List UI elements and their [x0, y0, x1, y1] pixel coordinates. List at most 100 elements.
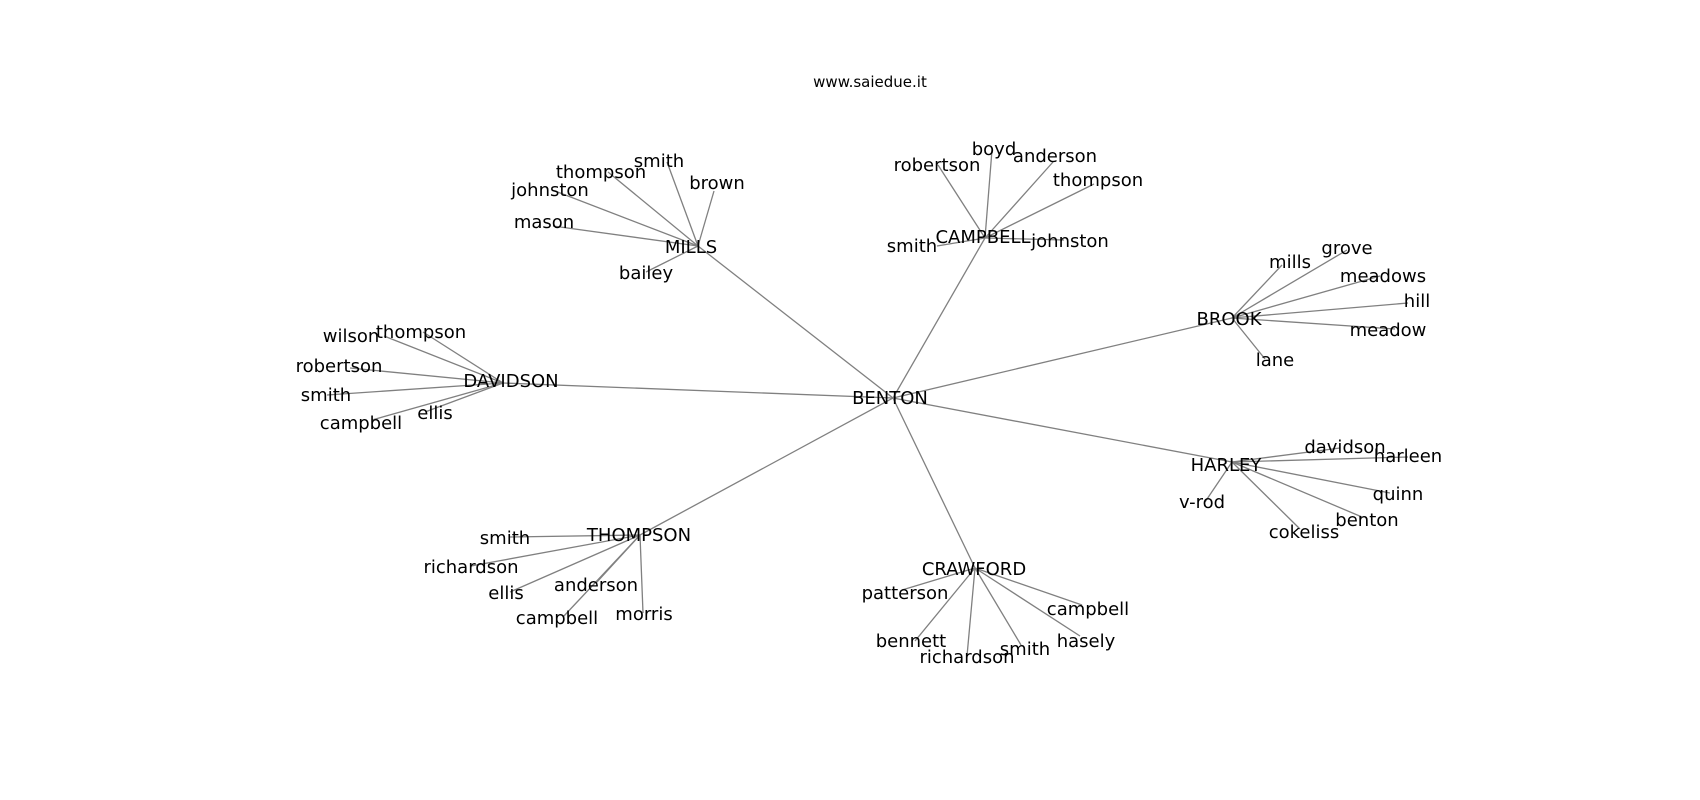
edge-davidson-thompson [422, 331, 504, 384]
edge-crawford-richardson [966, 567, 976, 657]
edge-davidson-ellis [424, 382, 504, 413]
edge-campbell-robertson [937, 164, 986, 239]
edge-davidson-robertson [349, 367, 504, 384]
leaf-node-label-harley-quinn: quinn [1373, 484, 1424, 505]
leaf-node-label-brook-hill: hill [1404, 291, 1430, 312]
leaf-node-label-brook-mills: mills [1269, 252, 1311, 273]
edge-harley-cokeliss [1231, 461, 1301, 530]
edge-davidson-campbell [371, 382, 504, 421]
root-node-label: BENTON [852, 388, 928, 409]
page-title: www.saiedue.it [813, 73, 927, 91]
leaf-node-label-harley-v-rod: v-rod [1179, 492, 1225, 513]
edge-campbell-thompson [984, 183, 1095, 239]
hub-node-label-harley: HARLEY [1191, 455, 1263, 476]
leaf-node-label-thompson-ellis: ellis [488, 583, 523, 604]
leaf-node-label-crawford-richardson: richardson [919, 647, 1014, 668]
leaf-node-label-crawford-hasely: hasely [1057, 631, 1116, 652]
edge-brook-lane [1231, 317, 1266, 360]
edge-benton-mills [697, 245, 894, 399]
leaf-node-label-mills-smith: smith [634, 151, 684, 172]
edge-crawford-bennett [914, 567, 976, 642]
hub-node-label-mills: MILLS [665, 237, 717, 258]
leaf-node-label-campbell-thompson: thompson [1053, 170, 1143, 191]
leaf-node-label-harley-benton: benton [1335, 510, 1398, 531]
leaf-node-label-campbell-anderson: anderson [1013, 146, 1097, 167]
leaf-node-label-brook-lane: lane [1256, 350, 1295, 371]
leaf-node-label-brook-meadow: meadow [1350, 320, 1427, 341]
edge-thompson-smith [509, 534, 641, 538]
edge-brook-meadows [1231, 275, 1381, 319]
hub-node-label-davidson: DAVIDSON [463, 371, 558, 392]
edge-mills-johnston [554, 190, 699, 247]
edge-benton-thompson [639, 397, 894, 536]
leaf-node-label-davidson-wilson: wilson [323, 326, 380, 347]
edge-campbell-anderson [984, 161, 1054, 239]
edge-brook-meadow [1231, 317, 1396, 330]
leaf-node-label-brook-grove: grove [1321, 238, 1372, 259]
edge-crawford-smith [974, 567, 1022, 646]
leaf-node-label-brook-meadows: meadows [1340, 266, 1426, 287]
edge-campbell-boyd [984, 149, 993, 239]
leaf-node-label-crawford-campbell: campbell [1047, 599, 1129, 620]
edge-harley-v-rod [1204, 461, 1233, 503]
leaf-node-label-thompson-smith: smith [480, 528, 530, 549]
leaf-node-label-davidson-smith: smith [301, 385, 351, 406]
edge-benton-harley [892, 397, 1233, 463]
edge-brook-mills [1231, 264, 1283, 319]
leaf-node-label-mills-bailey: bailey [619, 263, 674, 284]
hub-node-label-brook: BROOK [1197, 309, 1263, 330]
edge-davidson-wilson [383, 335, 504, 384]
leaf-node-label-harley-harleen: harleen [1374, 446, 1442, 467]
edge-harley-davidson [1231, 447, 1341, 463]
edge-benton-campbell [892, 237, 986, 399]
edge-campbell-smith [936, 237, 986, 247]
edge-thompson-morris [639, 534, 644, 614]
leaf-node-label-mills-thompson: thompson [556, 162, 646, 183]
leaf-node-label-davidson-ellis: ellis [417, 403, 452, 424]
leaf-node-label-crawford-patterson: patterson [862, 583, 949, 604]
edge-crawford-patterson [901, 567, 976, 591]
edge-brook-grove [1231, 249, 1348, 319]
leaf-node-label-davidson-robertson: robertson [296, 356, 383, 377]
leaf-node-label-crawford-smith: smith [1000, 639, 1050, 660]
edge-benton-brook [892, 317, 1233, 399]
hub-node-label-thompson: THOMPSON [586, 525, 691, 546]
edge-campbell-johnston [984, 237, 1065, 241]
leaf-node-label-thompson-richardson: richardson [423, 557, 518, 578]
leaf-node-label-thompson-morris: morris [615, 604, 672, 625]
edge-brook-hill [1231, 302, 1409, 319]
leaf-node-label-mills-brown: brown [689, 173, 745, 194]
edge-mills-bailey [645, 245, 699, 273]
leaf-node-label-mills-mason: mason [514, 212, 574, 233]
edge-mills-thompson [607, 171, 699, 247]
leaf-node-label-campbell-robertson: robertson [894, 155, 981, 176]
edge-harley-benton [1231, 461, 1363, 518]
leaf-node-label-thompson-anderson: anderson [554, 575, 638, 596]
edge-mills-smith [666, 161, 699, 247]
edge-harley-quinn [1231, 461, 1391, 494]
edge-crawford-hasely [974, 567, 1081, 637]
leaf-node-label-davidson-thompson: thompson [376, 322, 466, 343]
edge-benton-crawford [892, 397, 976, 569]
edge-davidson-smith [326, 382, 504, 396]
leaf-node-label-thompson-campbell: campbell [516, 608, 598, 629]
edge-harley-harleen [1231, 456, 1409, 463]
hub-node-label-crawford: CRAWFORD [922, 559, 1026, 580]
edge-thompson-campbell [562, 534, 641, 618]
leaf-node-label-harley-davidson: davidson [1304, 437, 1385, 458]
leaf-node-label-crawford-bennett: bennett [876, 631, 947, 652]
edge-layer [326, 149, 1409, 657]
edge-thompson-richardson [470, 534, 641, 567]
edge-benton-davidson [502, 382, 894, 399]
edge-thompson-ellis [509, 534, 641, 593]
leaf-node-label-campbell-smith: smith [887, 236, 937, 257]
leaf-node-label-campbell-johnston: johnston [1030, 231, 1109, 252]
leaf-node-label-mills-johnston: johnston [510, 180, 589, 201]
leaf-node-label-davidson-campbell: campbell [320, 413, 402, 434]
edge-mills-brown [697, 190, 715, 247]
leaf-node-label-harley-cokeliss: cokeliss [1269, 522, 1340, 543]
leaf-node-label-campbell-boyd: boyd [972, 139, 1017, 160]
hub-node-label-campbell: CAMPBELL [935, 227, 1030, 248]
